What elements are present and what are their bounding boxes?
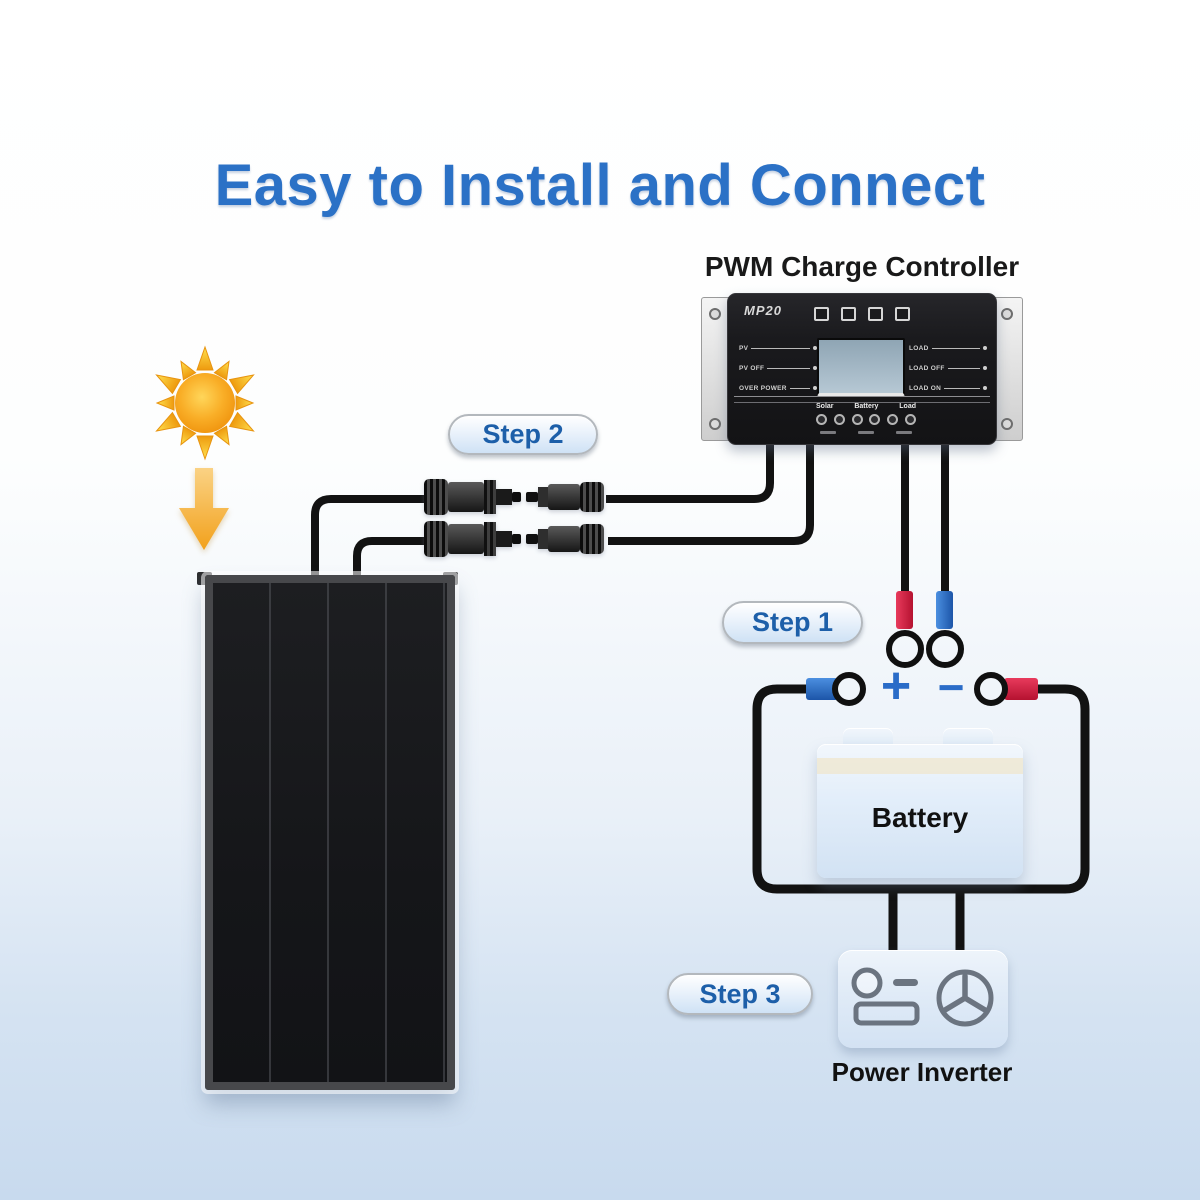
controller-button xyxy=(814,307,829,321)
controller-body: MP20 PV PV OFF OVER POWER LOAD LOAD OFF … xyxy=(727,293,997,445)
controller-legend-left: PV PV OFF OVER POWER xyxy=(739,338,817,398)
mc4-connector-male-bottom xyxy=(424,521,521,557)
display-icon xyxy=(853,1001,920,1026)
legend-label: LOAD OFF xyxy=(909,364,945,372)
terminal-labels: Solar Battery Load xyxy=(816,403,916,410)
ring-terminal-icon xyxy=(926,630,964,668)
legend-label: PV OFF xyxy=(739,364,765,372)
terminal-markings xyxy=(820,431,912,434)
legend-label: PV xyxy=(739,344,749,352)
panel-cable-bottom xyxy=(353,537,428,588)
mc4-connector-icon xyxy=(424,521,448,557)
battery-loop-wire xyxy=(752,684,1090,894)
terminal-screw xyxy=(816,414,827,425)
mc4-connector-icon xyxy=(424,479,448,515)
mc4-connector-male-top xyxy=(424,479,521,515)
ring-terminal-sleeve-blue xyxy=(806,678,838,700)
controller-legend-right: LOAD LOAD OFF LOAD ON xyxy=(909,338,987,398)
panel-cable-top xyxy=(311,495,428,588)
ring-terminal-icon xyxy=(832,672,866,706)
battery-band xyxy=(817,758,1023,774)
battery: Battery xyxy=(817,744,1023,878)
terminal-screw xyxy=(887,414,899,425)
down-arrow-icon xyxy=(179,468,229,550)
ring-terminal-sleeve-red xyxy=(1004,678,1038,700)
mount-plate-left xyxy=(701,297,731,441)
battery-positive-sign: + xyxy=(880,657,912,715)
controller-title: PWM Charge Controller xyxy=(704,251,1020,282)
socket-dash-icon xyxy=(893,979,918,986)
step-1-badge: Step 1 xyxy=(722,601,863,644)
legend-label: LOAD ON xyxy=(909,384,942,392)
terminal-screw xyxy=(833,414,845,425)
mc4-connector-icon xyxy=(526,534,538,544)
screw-hole xyxy=(1001,418,1013,430)
controller-button xyxy=(868,307,883,321)
ring-terminal-sleeve-blue xyxy=(936,591,953,629)
terminal-label-solar: Solar xyxy=(816,403,834,410)
legend-label: OVER POWER xyxy=(739,384,787,392)
page-title: Easy to Install and Connect xyxy=(214,153,986,218)
screw-hole xyxy=(709,418,721,430)
terminal-label-load: Load xyxy=(899,403,916,410)
controller-button xyxy=(841,307,856,321)
mc4-connector-female-bottom xyxy=(526,524,604,554)
ring-terminal-icon xyxy=(886,630,924,668)
terminal-screws xyxy=(816,414,916,425)
mc4-connector-female-top xyxy=(526,482,604,512)
mount-plate-right xyxy=(993,297,1023,441)
controller-button xyxy=(895,307,910,321)
terminal-screw xyxy=(851,414,863,425)
step-3-badge: Step 3 xyxy=(667,973,813,1015)
controller-lcd xyxy=(817,338,905,396)
terminal-label-battery: Battery xyxy=(854,403,879,410)
screw-hole xyxy=(709,308,721,320)
step-2-badge: Step 2 xyxy=(448,414,598,455)
battery-label: Battery xyxy=(871,802,969,833)
fan-blades-icon xyxy=(942,973,988,1013)
ring-terminal-sleeve-red xyxy=(896,591,913,629)
controller-brand: MP20 xyxy=(744,303,782,318)
battery-negative-sign: − xyxy=(937,661,965,713)
screw-hole xyxy=(1001,308,1013,320)
legend-label: LOAD xyxy=(909,344,929,352)
mc4-connector-icon xyxy=(526,492,538,502)
ring-terminal-icon xyxy=(974,672,1008,706)
solar-panel xyxy=(205,575,455,1090)
socket-icon xyxy=(851,967,883,999)
controller-buttons xyxy=(814,307,910,321)
controller-solar-cable-bottom xyxy=(608,443,814,545)
controller-divider xyxy=(734,396,990,403)
controller-solar-cable-top xyxy=(606,443,774,503)
sun-icon xyxy=(155,345,255,461)
inverter-label: Power Inverter xyxy=(831,1057,1013,1087)
power-inverter xyxy=(838,950,1008,1048)
terminal-screw xyxy=(869,414,881,425)
terminal-screw xyxy=(904,414,916,425)
fan-icon xyxy=(936,969,994,1027)
